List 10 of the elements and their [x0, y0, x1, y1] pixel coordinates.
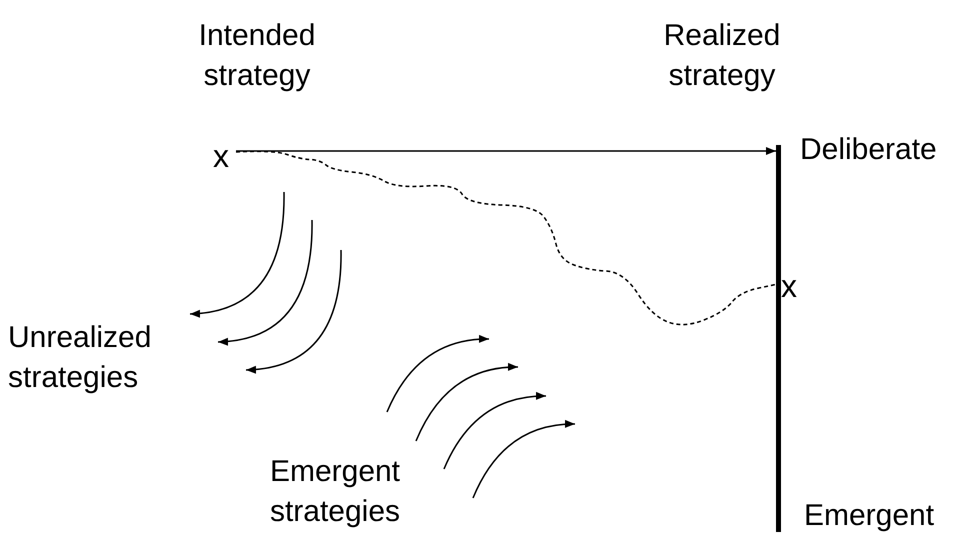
- cross-mark: x: [778, 268, 800, 304]
- heading-text: Intended strategy: [198, 18, 316, 94]
- arrow: [236, 147, 776, 155]
- label-text: Unrealized strategies: [8, 320, 152, 396]
- label-text: Deliberate: [800, 132, 938, 168]
- vertical-bar: [776, 145, 781, 532]
- label-text: Realized strategy: [662, 18, 782, 94]
- cross-mark: x: [206, 136, 236, 176]
- label-text: Emergent: [804, 498, 936, 534]
- label-text: Emergent strategies: [268, 454, 402, 530]
